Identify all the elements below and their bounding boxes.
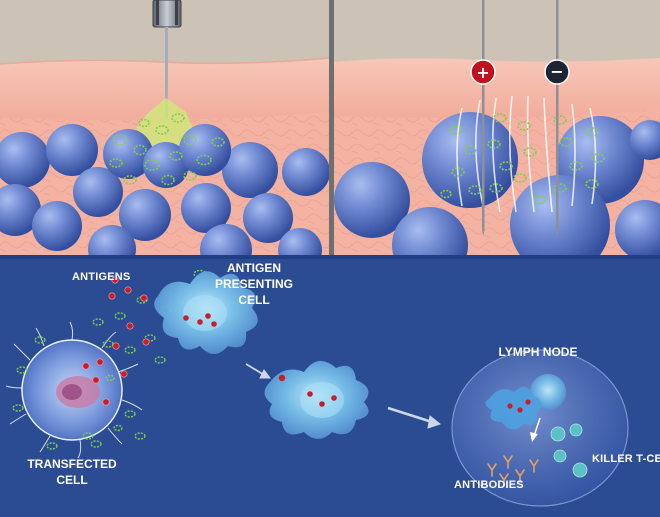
label-antigens: ANTIGENS (72, 271, 130, 283)
label-antibodies: ANTIBODIES (454, 479, 524, 491)
positive-sign: + (476, 63, 489, 82)
electroporation-panel: + − (334, 0, 660, 283)
plasmid-dna-right (440, 113, 605, 205)
plasmid-dna-left (109, 113, 225, 186)
label-lymph-node: LYMPH NODE (499, 345, 578, 359)
syringe-needle (152, 0, 182, 119)
label-apc-line3: CELL (238, 293, 269, 307)
antigen-presenting-cell (154, 271, 258, 354)
negative-sign: − (550, 62, 563, 81)
plasmid-injection-cloud (136, 98, 195, 150)
antibodies (487, 455, 539, 487)
antigen-particles (82, 276, 150, 406)
positive-electrode: + (470, 0, 496, 236)
label-apc-line1: ANTIGEN (227, 261, 281, 275)
label-killer-t-cells: KILLER T-CELLS (592, 453, 660, 465)
killer-t-cells (550, 423, 588, 478)
panel-divider (329, 0, 334, 255)
migration-arrows (245, 363, 442, 429)
electric-field-lines (456, 95, 597, 213)
immune-response-panel: ANTIGENS ANTIGEN PRESENTING CELL TRANSFE… (0, 255, 660, 517)
label-apc-line2: PRESENTING (215, 277, 293, 291)
negative-electrode: − (544, 0, 570, 236)
muscle-cells-left (0, 124, 330, 276)
transfected-cell (5, 321, 143, 459)
lymph-node (451, 349, 629, 507)
label-transfected-line2: CELL (56, 473, 87, 487)
migrating-antigen-presenting-cell (264, 360, 369, 439)
injection-panel (0, 0, 330, 276)
label-transfected-line1: TRANSFECTED (27, 457, 117, 471)
